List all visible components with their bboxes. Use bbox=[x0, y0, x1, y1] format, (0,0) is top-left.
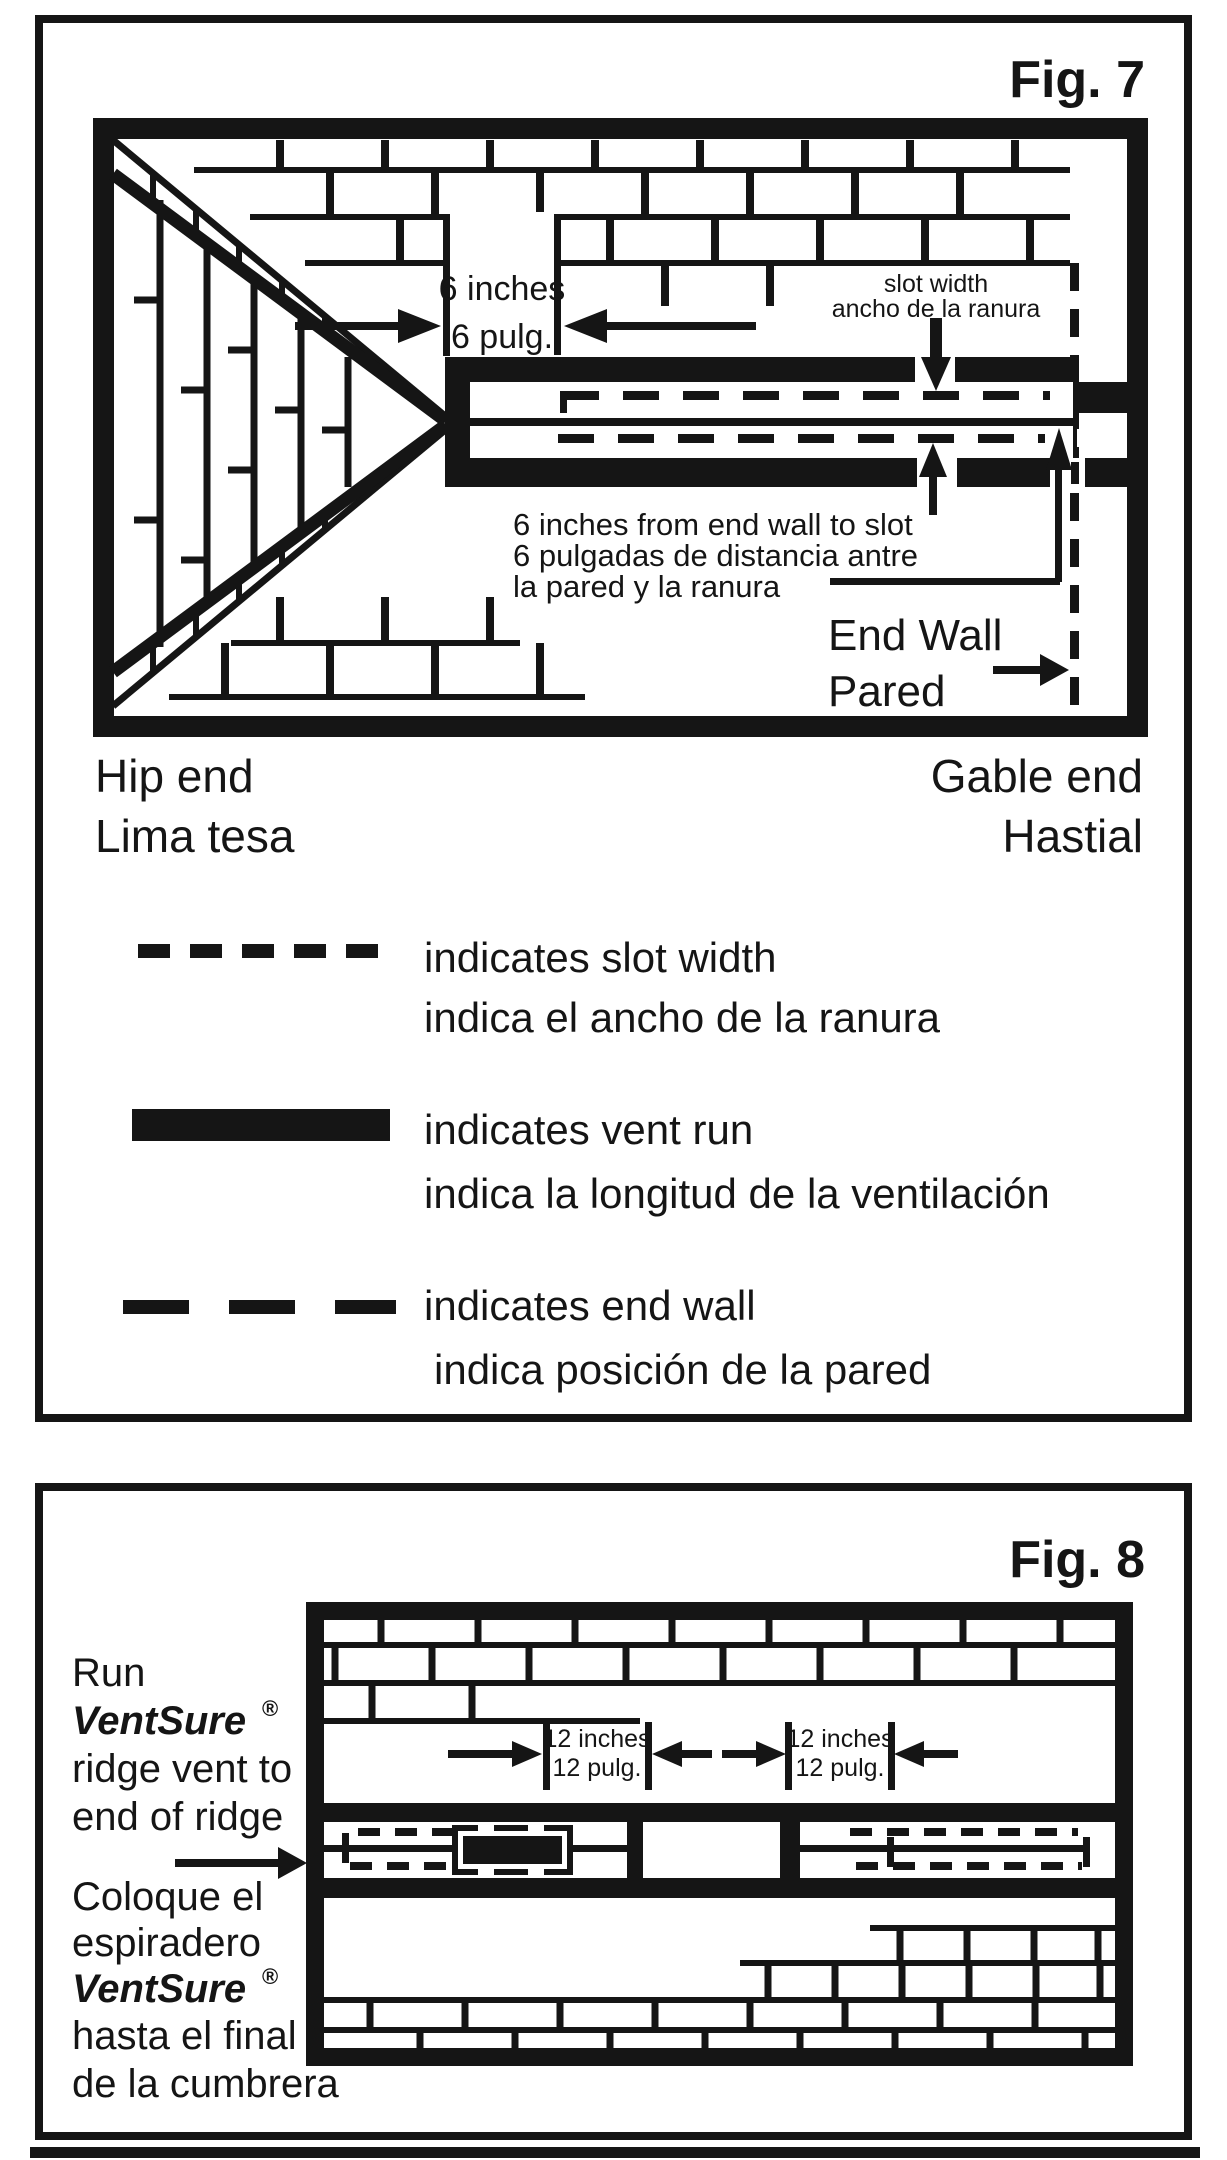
slot-width-down-arrow bbox=[921, 357, 951, 391]
caption-espiradero: espiradero bbox=[72, 1921, 261, 1965]
fig7-roof-diagram: 6 inches 6 pulg. slot width ancho de la … bbox=[93, 118, 1148, 737]
vent-end-tick-seg1 bbox=[342, 1833, 349, 1863]
brick-course-lines-bottom bbox=[324, 1925, 1115, 2033]
hip-face-shingle-ticks bbox=[134, 296, 348, 564]
dimension-tick-right bbox=[554, 215, 561, 355]
legend-end-wall-en: indicates end wall bbox=[424, 1282, 756, 1329]
ridge-vent-strip bbox=[324, 1803, 1115, 1898]
slot-width-callout: slot width ancho de la ranura bbox=[832, 270, 1040, 391]
caption-run: Run bbox=[72, 1651, 145, 1695]
ridge-center-line-seg3 bbox=[800, 1845, 1087, 1852]
figure8-title: Fig. 8 bbox=[1009, 1531, 1145, 1589]
offset-note-line2: 6 pulgadas de distancia antre bbox=[513, 538, 918, 573]
gable-end-label-en: Gable end bbox=[931, 750, 1143, 802]
slot-width-label-en: slot width bbox=[884, 270, 988, 298]
ventsure-vent-piece bbox=[452, 1825, 573, 1875]
brick-course-ticks-top bbox=[331, 1620, 1064, 1721]
caption-de-la-cumbrera: de la cumbrera bbox=[72, 2062, 340, 2106]
vent-separator-2 bbox=[780, 1822, 800, 1878]
dimension-arrow-right-2 bbox=[756, 1741, 786, 1767]
vent-tick-seg3-right bbox=[1083, 1837, 1090, 1867]
dim-6in-es: 6 pulg. bbox=[451, 318, 553, 356]
caption-pointer-arrow bbox=[278, 1847, 307, 1879]
registered-mark-icon: ® bbox=[262, 1964, 278, 1989]
dimension-6in-callout: 6 inches 6 pulg. bbox=[295, 212, 756, 356]
registered-mark-icon: ® bbox=[262, 1696, 278, 1721]
vent-run-right-extension bbox=[1077, 458, 1128, 487]
gable-end-label-es: Hastial bbox=[1002, 810, 1143, 862]
end-wall-right-arrow bbox=[1040, 654, 1069, 686]
dim-12in-es-1: 12 pulg. bbox=[553, 1754, 642, 1782]
offset-note-line1: 6 inches from end wall to slot bbox=[513, 507, 913, 542]
fig8-roof-diagram: 12 inches 12 pulg. 12 inches 12 pulg. bbox=[306, 1602, 1133, 2066]
dimension-arrow-left-1 bbox=[652, 1741, 682, 1767]
hip-ridge-band-lower bbox=[109, 419, 450, 709]
ridge-band-lower bbox=[324, 1878, 1115, 1898]
end-wall-callout: End Wall Pared bbox=[828, 611, 1069, 716]
page-edge-strip bbox=[30, 2147, 1200, 2158]
vent-run-block bbox=[445, 357, 1128, 487]
dimension-12in-callouts: 12 inches 12 pulg. 12 inches 12 pulg. bbox=[448, 1722, 958, 1790]
leader-line-horizontal bbox=[830, 578, 1060, 585]
dim-12in-es-2: 12 pulg. bbox=[796, 1754, 885, 1782]
caption-end-of-ridge: end of ridge bbox=[72, 1795, 283, 1839]
dim-12in-en-1: 12 inches bbox=[543, 1725, 650, 1753]
vent-run-step-block bbox=[1073, 382, 1128, 413]
legend-vent-run-en: indicates vent run bbox=[424, 1106, 753, 1153]
dimension-tick-left bbox=[443, 215, 450, 356]
dim-6in-en: 6 inches bbox=[439, 270, 566, 308]
brick-course-lines-top bbox=[194, 167, 1070, 266]
end-wall-dash-in-gap bbox=[1071, 462, 1079, 484]
offset-note-line3: la pared y la ranura bbox=[513, 569, 781, 604]
hip-ridge-band-upper bbox=[109, 137, 450, 427]
hip-end-label-es: Lima tesa bbox=[95, 810, 295, 862]
figure7-title: Fig. 7 bbox=[1009, 51, 1145, 109]
legend-symbol-vent-run bbox=[132, 1109, 390, 1141]
dimension-arrow-left bbox=[398, 309, 441, 343]
caption-coloque-el: Coloque el bbox=[72, 1875, 263, 1919]
vent-tick-seg3-left bbox=[887, 1837, 894, 1867]
caption-ventsure-es: VentSure bbox=[72, 1967, 246, 2011]
vent-separator-1 bbox=[627, 1822, 643, 1878]
dimension-ticks bbox=[543, 1722, 895, 1790]
dimension-arrow-right-1 bbox=[512, 1741, 542, 1767]
fig7-legend: indicates slot width indica el ancho de … bbox=[123, 934, 1050, 1393]
caption-ridge-vent-to: ridge vent to bbox=[72, 1747, 292, 1791]
caption-hasta-el-final: hasta el final bbox=[72, 2014, 297, 2058]
dimension-arrow-left-2 bbox=[894, 1741, 924, 1767]
legend-slot-width-es: indica el ancho de la ranura bbox=[424, 994, 941, 1041]
legend-end-wall-es: indica posición de la pared bbox=[434, 1346, 931, 1393]
offset-up-arrow bbox=[919, 443, 947, 477]
leader-up-arrow bbox=[1046, 428, 1072, 470]
legend-slot-width-en: indicates slot width bbox=[424, 934, 777, 981]
end-wall-label-en: End Wall bbox=[828, 611, 1002, 660]
fig8-caption: Run VentSure ® ridge vent to end of ridg… bbox=[72, 1651, 340, 2106]
end-wall-label-es: Pared bbox=[828, 667, 945, 716]
hip-face-shingle-lines bbox=[156, 200, 352, 647]
caption-ventsure-en: VentSure bbox=[72, 1699, 246, 1743]
dimension-arrow-right bbox=[564, 309, 607, 343]
figure8-panel: Fig. 8 Run VentSure ® ridge vent to end … bbox=[35, 1483, 1192, 2140]
hip-end-label-en: Hip end bbox=[95, 750, 254, 802]
leader-line-vertical bbox=[1055, 468, 1062, 582]
dim-12in-en-2: 12 inches bbox=[786, 1725, 893, 1753]
legend-vent-run-es: indica la longitud de la ventilación bbox=[424, 1170, 1050, 1217]
figure7-panel: Fig. 7 bbox=[35, 15, 1192, 1422]
ridge-band-upper bbox=[324, 1803, 1115, 1822]
brick-course-ticks-bottom-left bbox=[221, 597, 544, 697]
offset-note: 6 inches from end wall to slot 6 pulgada… bbox=[513, 428, 1072, 604]
brick-course-ticks-bottom bbox=[366, 1928, 1104, 2048]
